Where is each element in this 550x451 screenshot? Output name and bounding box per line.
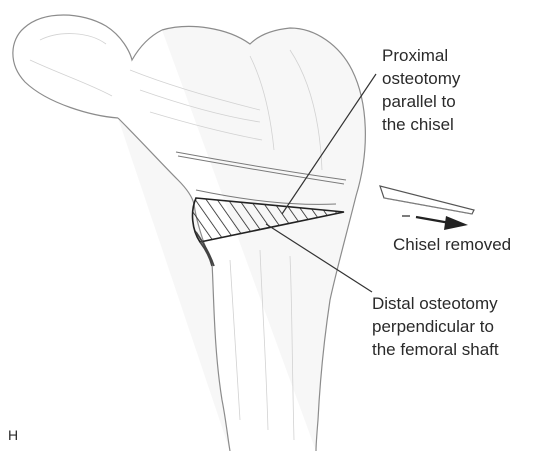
chisel-icon [380,186,474,214]
panel-letter: H [8,427,18,443]
label-chisel-removed: Chisel removed [393,235,511,254]
label-distal: Distal osteotomy perpendicular to the fe… [372,294,502,359]
removal-arrow-icon [402,216,468,230]
label-proximal: Proximal osteotomy parallel to the chise… [382,46,465,134]
femur-outline [118,26,365,451]
femoral-head [13,15,162,118]
